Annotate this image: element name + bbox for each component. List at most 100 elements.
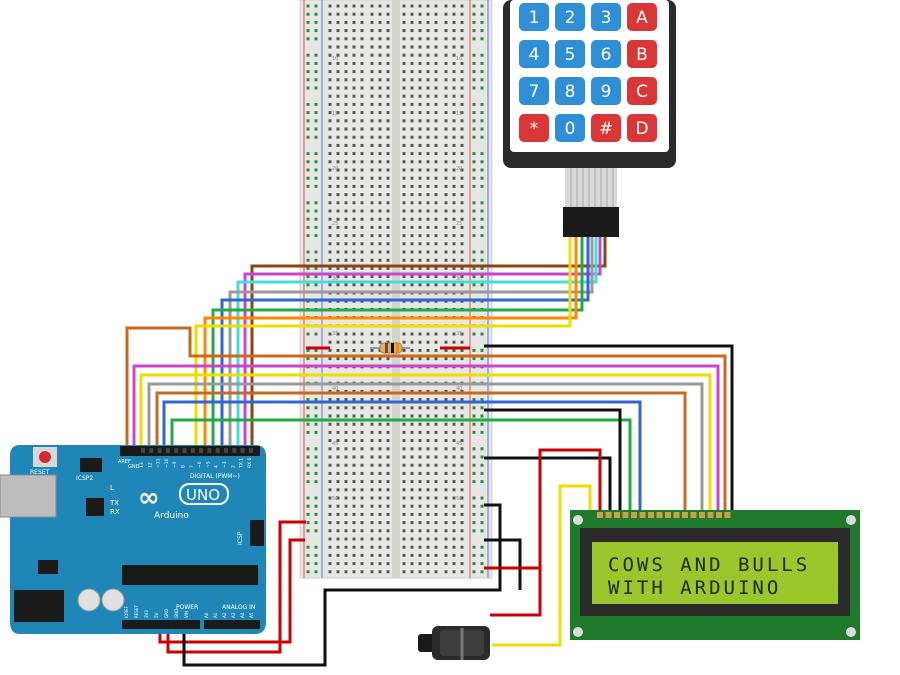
keypad-key-face[interactable] bbox=[555, 77, 585, 105]
breadboard-hole bbox=[314, 430, 318, 434]
breadboard-hole bbox=[352, 553, 356, 557]
keypad-key-B[interactable]: B bbox=[627, 40, 657, 68]
breadboard-hole bbox=[472, 562, 476, 566]
breadboard-hole bbox=[370, 242, 374, 246]
breadboard-hole bbox=[306, 29, 310, 33]
breadboard-hole bbox=[418, 348, 422, 352]
breadboard-hole bbox=[410, 266, 414, 270]
breadboard-hole bbox=[402, 463, 406, 467]
keypad-key-label: 3 bbox=[601, 8, 612, 28]
breadboard-hole bbox=[306, 61, 310, 65]
breadboard-hole bbox=[370, 422, 374, 426]
breadboard-hole bbox=[306, 545, 310, 549]
keypad-key-8[interactable]: 8 bbox=[555, 77, 585, 105]
breadboard-hole bbox=[336, 45, 340, 49]
breadboard-hole bbox=[336, 504, 340, 508]
breadboard-hole bbox=[360, 430, 364, 434]
power-label: POWER bbox=[176, 604, 198, 611]
keypad-key-A[interactable]: A bbox=[627, 3, 657, 31]
breadboard-hole bbox=[444, 70, 448, 74]
breadboard-hole bbox=[434, 545, 438, 549]
keypad-key-label: 0 bbox=[565, 119, 576, 139]
breadboard-hole bbox=[460, 496, 464, 500]
breadboard-hole bbox=[434, 283, 438, 287]
breadboard-hole bbox=[452, 12, 456, 16]
keypad-key-face[interactable] bbox=[519, 3, 549, 31]
keypad-key-face[interactable] bbox=[627, 114, 657, 142]
breadboard-hole bbox=[410, 545, 414, 549]
breadboard-hole bbox=[336, 398, 340, 402]
breadboard-hole bbox=[402, 480, 406, 484]
wire-blue bbox=[220, 236, 590, 445]
keypad-key-7[interactable]: 7 bbox=[519, 77, 549, 105]
keypad-key-face[interactable] bbox=[591, 114, 621, 142]
keypad-key-face[interactable] bbox=[627, 77, 657, 105]
reset-button-cap[interactable] bbox=[39, 451, 51, 463]
breadboard-hole bbox=[418, 545, 422, 549]
breadboard-hole bbox=[352, 250, 356, 254]
keypad-key-label: 9 bbox=[601, 82, 612, 102]
keypad-key-face[interactable] bbox=[591, 77, 621, 105]
keypad-key-face[interactable] bbox=[519, 114, 549, 142]
digital-pin-label: 8 bbox=[181, 465, 187, 468]
keypad-key-6[interactable]: 6 bbox=[591, 40, 621, 68]
potentiometer[interactable] bbox=[418, 626, 490, 660]
keypad-key-4[interactable]: 4 bbox=[519, 40, 549, 68]
wire-lcd-red bbox=[538, 448, 602, 615]
breadboard-hole bbox=[370, 570, 374, 574]
breadboard-hole bbox=[418, 143, 422, 147]
breadboard-hole bbox=[410, 348, 414, 352]
keypad-key-2[interactable]: 2 bbox=[555, 3, 585, 31]
breadboard-hole bbox=[344, 160, 348, 164]
breadboard-hole bbox=[426, 119, 430, 123]
keypad-key-face[interactable] bbox=[627, 3, 657, 31]
breadboard-hole bbox=[434, 348, 438, 352]
keypad-key-face[interactable] bbox=[555, 3, 585, 31]
breadboard-hole bbox=[386, 389, 390, 393]
breadboard-hole bbox=[378, 160, 382, 164]
breadboard-hole bbox=[352, 340, 356, 344]
breadboard-hole bbox=[378, 70, 382, 74]
keypad-key-face[interactable] bbox=[519, 77, 549, 105]
breadboard-hole bbox=[352, 4, 356, 8]
breadboard-hole bbox=[360, 119, 364, 123]
breadboard-hole bbox=[452, 119, 456, 123]
breadboard-hole bbox=[352, 70, 356, 74]
breadboard-hole bbox=[460, 234, 464, 238]
breadboard-hole bbox=[480, 102, 484, 106]
breadboard-hole bbox=[370, 102, 374, 106]
breadboard-hole bbox=[328, 135, 332, 139]
breadboard-hole bbox=[426, 168, 430, 172]
keypad-key-face[interactable] bbox=[519, 40, 549, 68]
keypad-key-face[interactable] bbox=[591, 3, 621, 31]
keypad-key-#[interactable]: # bbox=[591, 114, 621, 142]
keypad-key-5[interactable]: 5 bbox=[555, 40, 585, 68]
keypad-key-1[interactable]: 1 bbox=[519, 3, 549, 31]
keypad-key-C[interactable]: C bbox=[627, 77, 657, 105]
breadboard-hole bbox=[336, 135, 340, 139]
breadboard-hole bbox=[370, 275, 374, 279]
keypad-key-face[interactable] bbox=[627, 40, 657, 68]
breadboard-hole bbox=[444, 143, 448, 147]
breadboard-hole bbox=[306, 234, 310, 238]
breadboard-hole bbox=[352, 430, 356, 434]
lcd-pin bbox=[716, 512, 722, 518]
lcd-pin bbox=[673, 512, 680, 518]
breadboard-hole bbox=[444, 86, 448, 90]
lcd-pin bbox=[631, 512, 637, 518]
keypad-key-face[interactable] bbox=[591, 40, 621, 68]
breadboard-hole bbox=[344, 94, 348, 98]
keypad-key-0[interactable]: 0 bbox=[555, 114, 585, 142]
keypad-key-*[interactable]: * bbox=[519, 114, 549, 142]
keypad-key-face[interactable] bbox=[555, 40, 585, 68]
breadboard-hole bbox=[306, 176, 310, 180]
breadboard-hole bbox=[352, 422, 356, 426]
keypad-key-3[interactable]: 3 bbox=[591, 3, 621, 31]
breadboard-hole bbox=[360, 332, 364, 336]
keypad-key-face[interactable] bbox=[555, 114, 585, 142]
keypad-key-9[interactable]: 9 bbox=[591, 77, 621, 105]
breadboard-hole bbox=[402, 201, 406, 205]
keypad-key-D[interactable]: D bbox=[627, 114, 657, 142]
breadboard-hole bbox=[360, 61, 364, 65]
breadboard-hole bbox=[426, 20, 430, 24]
